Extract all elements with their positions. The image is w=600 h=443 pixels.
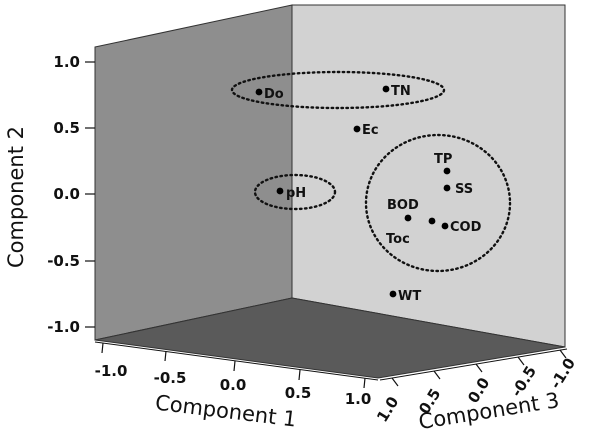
y-tick-label: -1.0 [47,318,80,336]
point-label-ph: pH [286,186,306,201]
point-label-do: Do [264,87,284,102]
y-axis-title: Component 2 [4,126,28,268]
z-tick-mark [475,363,483,373]
z-tick-label: 1.0 [373,393,402,425]
data-point-cod [441,222,449,230]
floor [94,297,566,379]
point-label-tp: TP [434,152,452,167]
data-point-ec [353,125,361,133]
data-point-tn [382,85,390,93]
y-tick-label: 0.0 [53,185,80,203]
x-tick-label: 0.0 [220,376,247,394]
x-tick-mark [363,377,366,389]
group-ellipse-do-tn [230,70,446,110]
data-point-wt [389,290,397,298]
x-tick-label: 1.0 [345,390,372,408]
y-tick-label: 0.5 [53,119,80,137]
x-tick-label: -0.5 [154,369,187,387]
data-point-do [255,88,263,96]
left-wall [94,4,293,341]
y-axis: 1.0 0.5 0.0 -0.5 -1.0 Component 2 [4,53,95,336]
data-point-ss [443,184,451,192]
x-axis-title: Component 1 [154,390,298,431]
z-tick-mark [517,356,525,366]
x-tick-mark [233,360,236,372]
z-tick-mark [391,377,399,387]
z-tick-mark [433,370,441,380]
points-layer [255,85,451,298]
group-ellipse-cluster [364,133,512,273]
point-label-toc: Toc [386,232,410,247]
point-label-tn: TN [391,84,411,99]
point-labels: Do TN Ec pH TP SS BOD Toc COD WT [264,84,482,304]
z-tick-label: -1.0 [546,355,579,392]
x-axis-line [94,341,379,381]
point-label-bod: BOD [387,198,419,213]
back-wall [291,4,566,348]
x-tick-label: 0.5 [285,384,312,402]
point-label-wt: WT [398,289,421,304]
data-point-ph [276,187,284,195]
y-tick-label: 1.0 [53,53,80,71]
z-tick-mark [559,349,567,359]
x-tick-mark [164,350,167,362]
x-tick-mark [101,342,104,354]
data-point-tp [443,167,451,175]
point-label-cod: COD [450,220,482,235]
x-tick-label: -1.0 [95,362,128,380]
data-point-bod [404,214,412,222]
data-point-toc [428,217,436,225]
point-label-ss: SS [455,182,473,197]
z-axis-line [379,348,568,381]
group-ellipses [230,70,512,273]
group-ellipse-ph [253,173,337,211]
point-label-ec: Ec [362,123,379,138]
y-tick-label: -0.5 [47,252,80,270]
x-tick-mark [298,369,301,381]
